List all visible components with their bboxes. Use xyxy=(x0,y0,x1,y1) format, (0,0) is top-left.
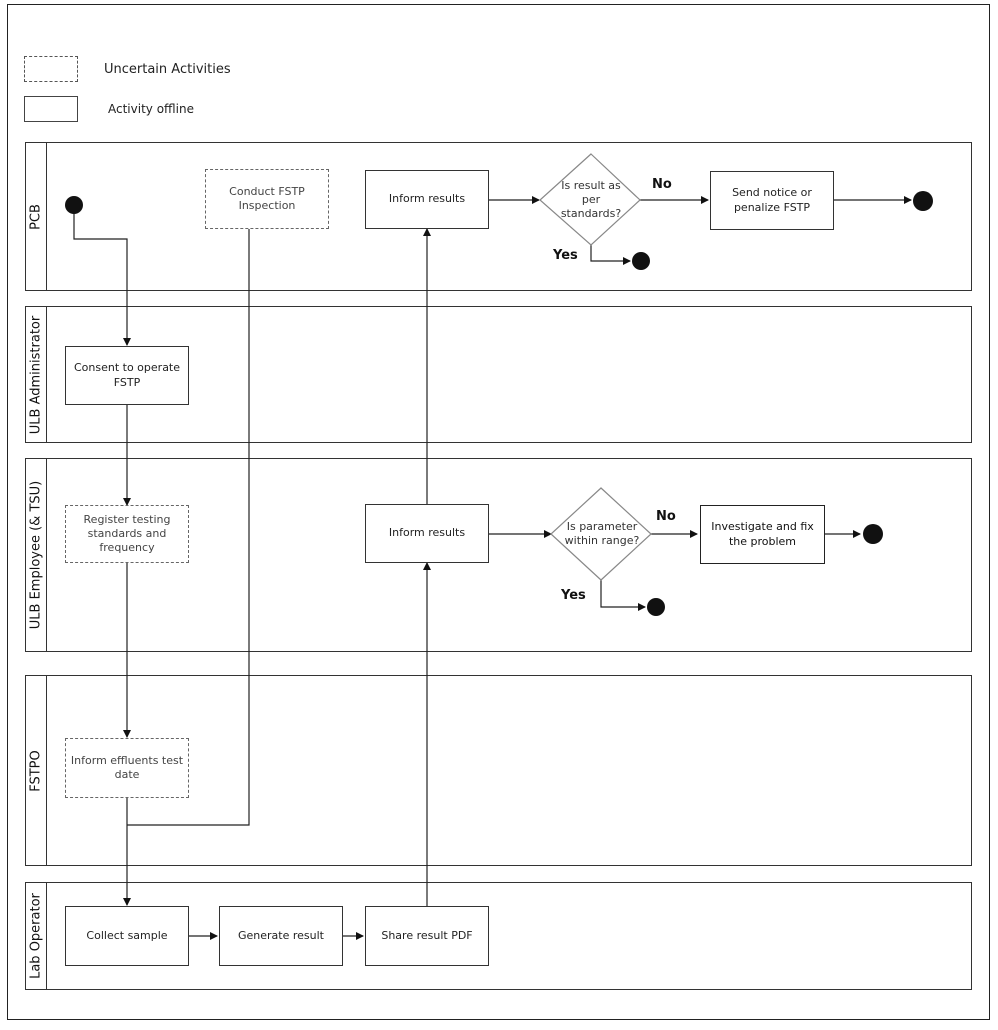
activity-inform-results-ulb: Inform results xyxy=(365,504,489,563)
end-node-pcb-yes xyxy=(632,252,650,270)
start-node xyxy=(65,196,83,214)
activity-share-result-pdf: Share result PDF xyxy=(365,906,489,966)
legend-uncertain-label: Uncertain Activities xyxy=(104,62,231,77)
activity-register-testing-standards: Register testing standards and frequency xyxy=(65,505,189,563)
end-node-ulb-yes xyxy=(647,598,665,616)
lane-ulb-employee-header: ULB Employee (& TSU) xyxy=(26,459,47,651)
activity-collect-sample: Collect sample xyxy=(65,906,189,966)
ulb-branch-yes: Yes xyxy=(561,588,586,603)
activity-generate-result: Generate result xyxy=(219,906,343,966)
pcb-branch-no: No xyxy=(652,177,672,192)
flow-test-date-to-inspection xyxy=(127,229,250,826)
ulb-branch-no: No xyxy=(656,509,676,524)
activity-inform-effluents-test-date: Inform effluents test date xyxy=(65,738,189,798)
lane-ulb-administrator: ULB Administrator xyxy=(25,306,972,443)
pcb-decision-diamond xyxy=(539,153,641,246)
legend-offline-swatch xyxy=(24,96,78,122)
legend-offline-label: Activity offline xyxy=(108,102,194,116)
pcb-branch-yes: Yes xyxy=(553,248,578,263)
flow-start-to-consent xyxy=(73,206,131,346)
activity-conduct-fstp-inspection: Conduct FSTP Inspection xyxy=(205,169,329,229)
activity-inform-results-pcb: Inform results xyxy=(365,170,489,229)
activity-send-notice-or-penalize: Send notice or penalize FSTP xyxy=(710,171,834,230)
legend-uncertain-swatch xyxy=(24,56,78,82)
diagram-frame xyxy=(7,4,990,1020)
pcb-decision-label: Is result as per standards? xyxy=(560,179,622,220)
end-node-pcb-no xyxy=(913,191,933,211)
activity-investigate-and-fix: Investigate and fix the problem xyxy=(700,505,825,564)
ulb-decision-label: Is parameter within range? xyxy=(564,520,640,547)
lane-pcb-header: PCB xyxy=(26,143,47,290)
activity-consent-to-operate: Consent to operate FSTP xyxy=(65,346,189,405)
lane-fstpo: FSTPO xyxy=(25,675,972,866)
lane-ulb-administrator-header: ULB Administrator xyxy=(26,307,47,442)
ulb-decision-diamond xyxy=(550,487,652,581)
flow-pcb-decision-yes xyxy=(590,244,631,265)
end-node-ulb-no xyxy=(863,524,883,544)
lane-lab-operator-header: Lab Operator xyxy=(26,883,47,989)
lane-fstpo-header: FSTPO xyxy=(26,676,47,865)
flow-ulb-decision-yes xyxy=(600,580,646,611)
